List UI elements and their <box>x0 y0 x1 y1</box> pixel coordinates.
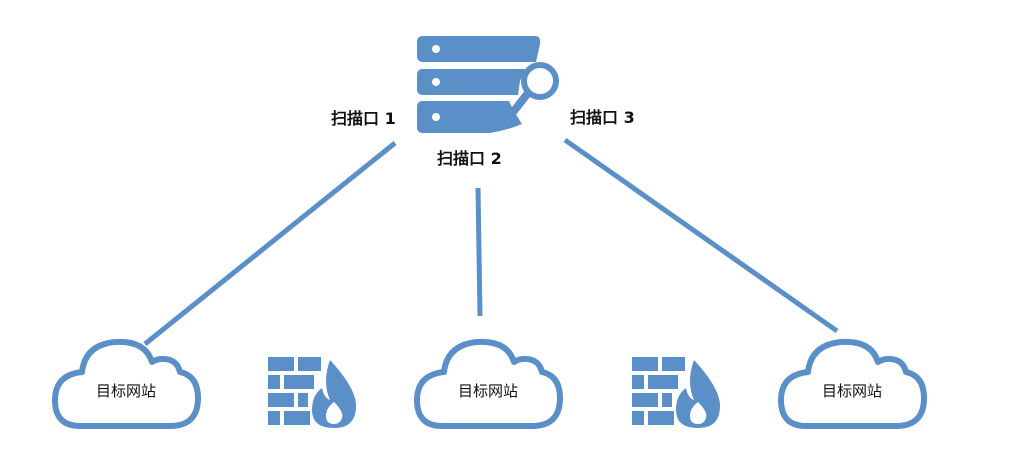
connector-port-2 <box>475 187 483 317</box>
target-cloud-icon-2 <box>414 338 563 429</box>
firewall-icon-2 <box>632 357 720 428</box>
scan-port-label-3: 扫描口 3 <box>570 108 635 127</box>
scan-port-label-2: 扫描口 2 <box>437 149 502 168</box>
target-site-label-2: 目标网站 <box>457 382 518 400</box>
connector-port-3 <box>563 137 839 334</box>
firewall-icon-1 <box>268 357 356 428</box>
target-cloud-icon-1 <box>52 338 201 429</box>
target-cloud-icon-3 <box>778 338 927 429</box>
connector-port-1 <box>143 141 397 346</box>
scan-port-label-1: 扫描口 1 <box>331 109 396 128</box>
target-site-label-3: 目标网站 <box>821 382 882 400</box>
target-site-label-1: 目标网站 <box>95 382 156 400</box>
server-scanner-icon <box>417 36 559 133</box>
